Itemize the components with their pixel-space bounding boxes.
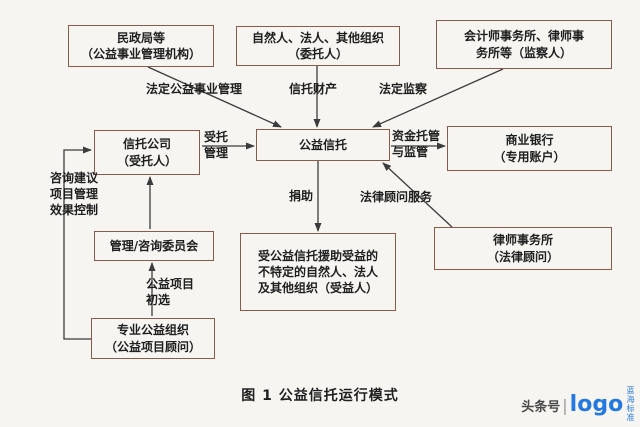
watermark-source-label: 头条号 [521, 399, 561, 415]
arrow-supervisor-to-trust [372, 68, 504, 128]
box-law-firm: 律师事务所 （法律顾问） [434, 227, 612, 270]
edge-label-legal-advisory: 法律顾问服务 [360, 190, 433, 204]
edge-label-statutory-supervision: 法定监察 [379, 82, 428, 96]
edge-label-donation: 捐助 [289, 189, 314, 203]
watermark: 头条号 | logo 蓝海标准 [521, 386, 635, 424]
watermark-brand-logo: logo [569, 392, 624, 417]
box-beneficiary: 受公益信托援助受益的 不特定的自然人、法人 及其他组织（受益人） [240, 233, 396, 311]
edge-label-statutory-management: 法定公益事业管理 [146, 82, 243, 96]
box-ngo: 专业公益组织 （公益项目顾问） [91, 318, 215, 359]
edge-label-consulting: 咨询建议 项目管理 效果控制 [50, 171, 99, 218]
box-committee: 管理/咨询委员会 [94, 231, 214, 261]
figure-caption: 图 1 公益信托运行模式 [241, 388, 399, 404]
edge-label-fund-custody: 资金托管 与监管 [392, 129, 441, 160]
box-supervisor: 会计师事务所、律师事 务所等（监察人） [436, 20, 612, 69]
box-civil-affairs: 民政局等 （公益事业管理机构） [68, 25, 214, 67]
box-trust-company: 信托公司 （受托人） [94, 130, 200, 175]
edge-label-entrusted-management: 受托 管理 [204, 130, 229, 161]
box-commercial-bank: 商业银行 （专用账户） [447, 126, 612, 171]
edge-label-trust-property: 信托财产 [289, 82, 338, 96]
arrow-civil-affairs-to-trust [147, 66, 282, 128]
watermark-divider: | [562, 395, 568, 415]
box-trustor: 自然人、法人、其他组织 （委托人） [236, 26, 400, 66]
edge-label-project-preselection: 公益项目 初选 [146, 277, 195, 308]
box-charitable-trust: 公益信托 [256, 129, 390, 161]
arrow-law-firm-to-trust [382, 162, 453, 228]
arrow-ngo-to-trust-company [63, 146, 92, 340]
watermark-vertical-text: 蓝海标准 [626, 386, 635, 422]
